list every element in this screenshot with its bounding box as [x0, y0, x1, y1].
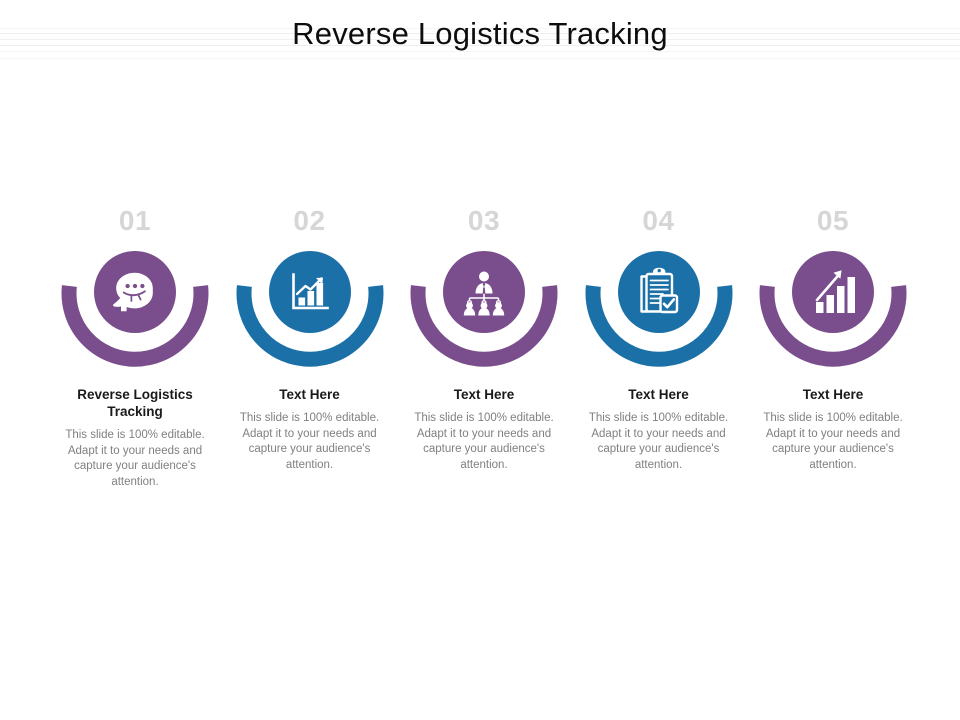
brain-fold: [122, 290, 146, 297]
step-badge-01[interactable]: [55, 251, 215, 370]
brain-dot: [140, 283, 145, 289]
growth-bars-arrow-icon: [815, 270, 855, 313]
step-body-04: This slide is 100% editable. Adapt it to…: [588, 412, 729, 471]
step-heading-02: Text Here: [279, 387, 340, 402]
growth-bar: [816, 302, 824, 313]
outer-arc: [759, 285, 907, 367]
decorative-rule: [0, 28, 960, 29]
clipboard-backplate: [639, 275, 648, 313]
member-body: [492, 307, 505, 316]
step-heading-01: Reverse Logistics Tracking: [77, 387, 193, 419]
step-number-02: 02: [293, 205, 326, 236]
title-band: Reverse Logistics Tracking: [0, 0, 960, 70]
trend-line: [815, 272, 841, 302]
connector-lines: [468, 293, 500, 302]
badge-graphic: [759, 251, 907, 367]
badge-graphic: [410, 251, 558, 367]
leader-tie: [482, 287, 486, 294]
icon-disc: [792, 251, 874, 333]
leader-tie: [482, 282, 486, 288]
decorative-rule: [0, 51, 960, 52]
step-number-03: 03: [467, 205, 501, 236]
step-badge-02[interactable]: [230, 251, 390, 370]
outer-arc: [236, 285, 383, 367]
badge-graphic: [585, 251, 732, 367]
decorative-rules: [0, 28, 960, 62]
step-heading-03: Text Here: [453, 387, 515, 402]
member-head: [495, 302, 502, 309]
head-brain-icon: [113, 272, 153, 312]
step-badge-05[interactable]: [753, 251, 913, 370]
step-body-02: This slide is 100% editable. Adapt it to…: [239, 412, 380, 471]
bar-chart-arrow-icon: [291, 273, 329, 310]
org-chart-people-icon: [463, 271, 505, 316]
arrow-head: [315, 277, 323, 285]
step-number-04: 04: [642, 205, 675, 236]
chart-bar: [298, 297, 305, 306]
step-number-05: 05: [816, 205, 850, 236]
icon-disc: [617, 251, 700, 333]
arrow-head: [833, 270, 842, 279]
step-column-01[interactable]: 01 Reverse Logistics Tracki: [48, 206, 222, 490]
step-body-03: This slide is 100% editable. Adapt it to…: [414, 412, 554, 471]
chart-bar: [316, 283, 323, 306]
step-badge-03[interactable]: [404, 251, 564, 370]
growth-bar: [837, 286, 845, 313]
growth-bar: [826, 295, 834, 313]
decorative-rule: [0, 45, 960, 46]
clipboard-lines: [649, 279, 669, 304]
step-badge-04[interactable]: [579, 251, 739, 370]
outer-arc: [410, 285, 558, 367]
member-body: [463, 307, 476, 316]
leader-head: [479, 271, 489, 282]
growth-bar: [847, 277, 855, 313]
chart-axes: [291, 273, 329, 310]
check-mark: [662, 298, 675, 309]
outer-arc: [61, 285, 209, 367]
chart-bar: [307, 291, 314, 306]
member-head: [466, 302, 473, 309]
step-heading-05: Text Here: [802, 387, 864, 402]
step-body-01: This slide is 100% editable. Adapt it to…: [65, 429, 205, 488]
slide-title: Reverse Logistics Tracking: [292, 16, 668, 51]
member-body: [478, 307, 490, 316]
step-column-04[interactable]: 04: [572, 206, 746, 473]
clipboard-check-icon: [639, 267, 678, 314]
brain-dot: [125, 283, 130, 289]
step-heading-04: Text Here: [628, 387, 689, 402]
brain-fold: [137, 294, 142, 301]
trend-line: [295, 277, 323, 296]
brain-dot: [132, 283, 138, 289]
step-column-05[interactable]: 05 Text Here This slide is 100% ed: [746, 206, 920, 473]
badge-graphic: [61, 251, 209, 367]
steps-row: 01 Reverse Logistics Tracki: [48, 206, 920, 536]
decorative-rule: [0, 33, 960, 34]
decorative-rule: [0, 58, 960, 59]
outer-arc: [585, 285, 732, 367]
step-body-05: This slide is 100% editable. Adapt it to…: [763, 412, 903, 471]
step-column-02[interactable]: 02 Text Here This slide is 100% ed: [223, 206, 397, 473]
step-column-03[interactable]: 03: [397, 206, 571, 473]
step-number-01: 01: [118, 205, 152, 236]
clip-hole: [657, 268, 661, 273]
badge-graphic: [236, 251, 383, 367]
decorative-rule: [0, 39, 960, 40]
member-head: [480, 302, 488, 309]
